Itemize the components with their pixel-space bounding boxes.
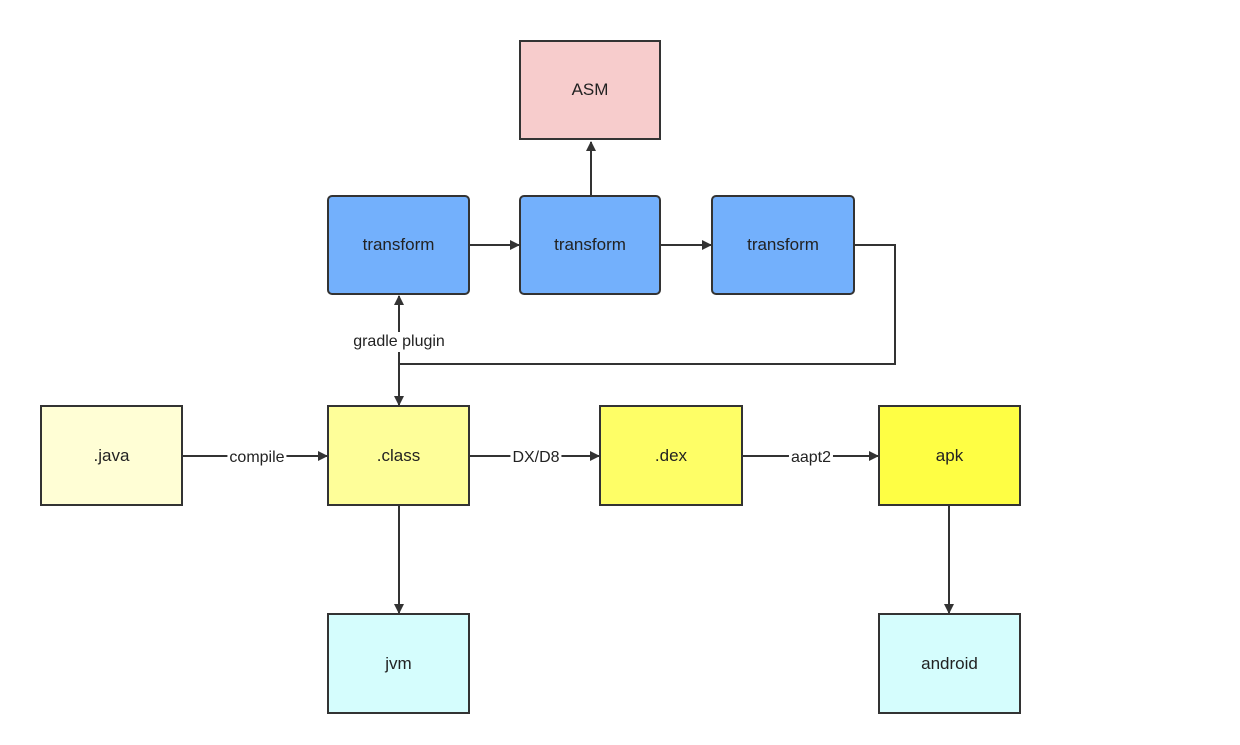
node-transform-1: transform [327,195,470,295]
node-java: .java [40,405,183,506]
node-apk: apk [878,405,1021,506]
node-transform-2: transform [519,195,661,295]
node-asm: ASM [519,40,661,140]
edge-label-compile: compile [227,448,287,468]
arrow-transform3-to-class [394,244,896,406]
edge-label-dx-d8: DX/D8 [510,448,562,468]
node-transform-3: transform [711,195,855,295]
node-jvm: jvm [327,613,470,714]
edge-label-aapt2: aapt2 [788,448,834,468]
node-dex: .dex [599,405,743,506]
edge-label-gradle-plugin: gradle plugin [351,332,447,352]
node-class: .class [327,405,470,506]
node-android: android [878,613,1021,714]
